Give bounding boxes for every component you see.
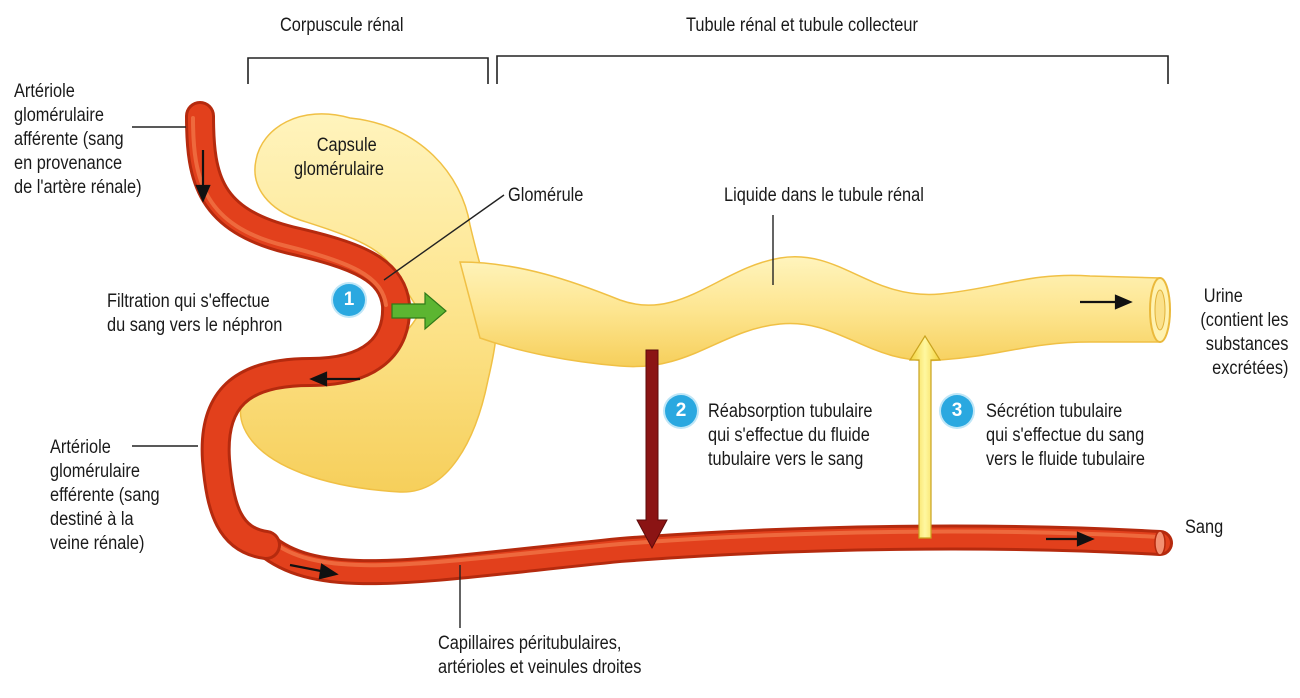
vessel-end: [1155, 531, 1165, 555]
reabsorption-label: Réabsorption tubulaire qui s'effectue du…: [708, 400, 872, 472]
glomerulus-label: Glomérule: [508, 184, 583, 208]
filtration-step-badge: 1: [333, 284, 365, 316]
capsule-label: Capsule glomérulaire: [294, 134, 384, 182]
urine-label: Urine (contient les substances excrétées…: [1200, 285, 1288, 381]
capillaries-label: Capillaires péritubulaires, artérioles e…: [438, 632, 641, 680]
tubule-bracket: [497, 56, 1168, 84]
secretion-step-badge: 3: [941, 395, 973, 427]
corpuscle-label: Corpuscule rénal: [280, 14, 404, 38]
blood-label: Sang: [1185, 516, 1223, 540]
renal-tubule: [460, 257, 1170, 367]
peritubular-vessel: [266, 532, 1160, 573]
corpuscle-bracket: [248, 58, 488, 84]
filtration-label: Filtration qui s'effectue du sang vers l…: [107, 290, 282, 338]
reabsorption-step-badge: 2: [665, 395, 697, 427]
afferent-arteriole-label: Artériole glomérulaire afférente (sang e…: [14, 80, 142, 200]
secretion-arrow: [910, 336, 940, 538]
reabsorption-arrow: [637, 350, 667, 548]
efferent-arteriole-label: Artériole glomérulaire efférente (sang d…: [50, 436, 160, 556]
tubule-label: Tubule rénal et tubule collecteur: [686, 14, 918, 38]
secretion-label: Sécrétion tubulaire qui s'effectue du sa…: [986, 400, 1145, 472]
tubule-fluid-label: Liquide dans le tubule rénal: [724, 184, 924, 208]
